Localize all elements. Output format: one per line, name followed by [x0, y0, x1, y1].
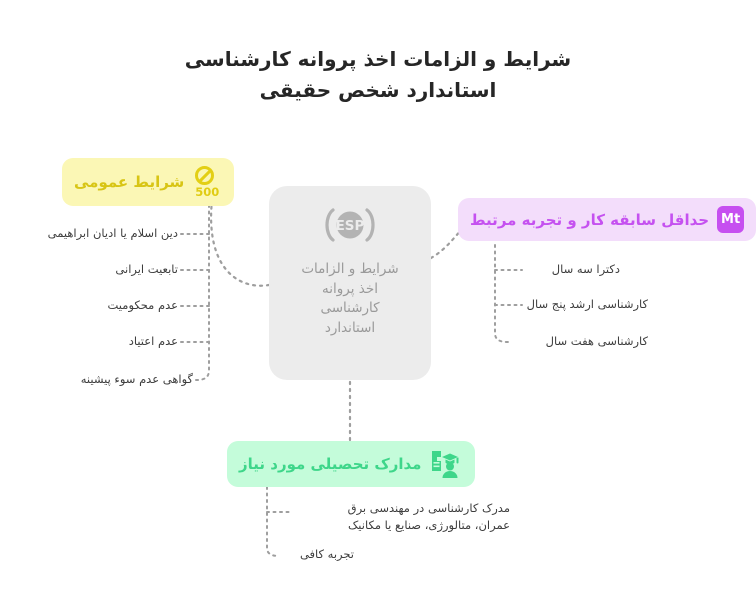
prohibition-sign-icon: 500: [192, 166, 222, 199]
esp-icon: ESP: [325, 208, 375, 242]
edge-education-spine: [266, 486, 280, 557]
branch-node-experience-label: حداقل سابقه کار و تجربه مرتبط: [470, 210, 710, 229]
leaf-experience-0: دکترا سه سال: [551, 262, 620, 276]
prohibition-sign-number: 500: [195, 185, 220, 199]
leaf-general-2: عدم محکومیت: [107, 298, 178, 312]
branch-node-general-label: شرایط عمومی: [74, 173, 185, 191]
branch-node-experience[interactable]: Mt حداقل سابقه کار و تجربه مرتبط: [458, 198, 756, 241]
edge-experience-spine: [494, 244, 509, 343]
mt-badge-icon: Mt: [717, 206, 745, 233]
leaf-general-1: تابعیت ایرانی: [115, 262, 178, 276]
page-title: شرایط و الزامات اخذ پروانه کارشناسی استا…: [0, 44, 756, 106]
central-node[interactable]: ESP شرایط و الزامات اخذ پروانه کارشناسی …: [269, 186, 431, 380]
central-node-label: شرایط و الزامات اخذ پروانه کارشناسی استا…: [301, 261, 399, 336]
svg-text:ESP: ESP: [336, 218, 365, 234]
edge-general-spine: [195, 204, 210, 381]
edge-center-to-general: [209, 198, 271, 287]
leaf-general-0: دین اسلام یا ادیان ابراهیمی: [47, 226, 178, 240]
leaf-education-0: مدرک کارشناسی در مهندسی برق عمران، متالو…: [347, 501, 510, 532]
branch-node-general[interactable]: 500 شرایط عمومی: [62, 158, 235, 206]
mt-badge-text: Mt: [717, 206, 745, 233]
leaf-experience-1: کارشناسی ارشد پنج سال: [526, 297, 648, 311]
leaf-general-3: عدم اعتیاد: [128, 334, 178, 348]
branch-node-education-label: مدارک تحصیلی مورد نیاز: [239, 455, 422, 473]
leaf-experience-2: کارشناسی هفت سال: [545, 334, 648, 348]
branch-node-education[interactable]: مدارک تحصیلی مورد نیاز: [227, 441, 476, 487]
graduate-document-icon: [429, 449, 463, 479]
page-title-line-1: شرایط و الزامات اخذ پروانه کارشناسی: [184, 47, 572, 71]
leaf-education-1: تجربه کافی: [299, 547, 354, 561]
leaf-general-4: گواهی عدم سوء پیشینه: [80, 372, 193, 386]
page-title-line-2: استاندارد شخص حقیقی: [259, 78, 497, 102]
